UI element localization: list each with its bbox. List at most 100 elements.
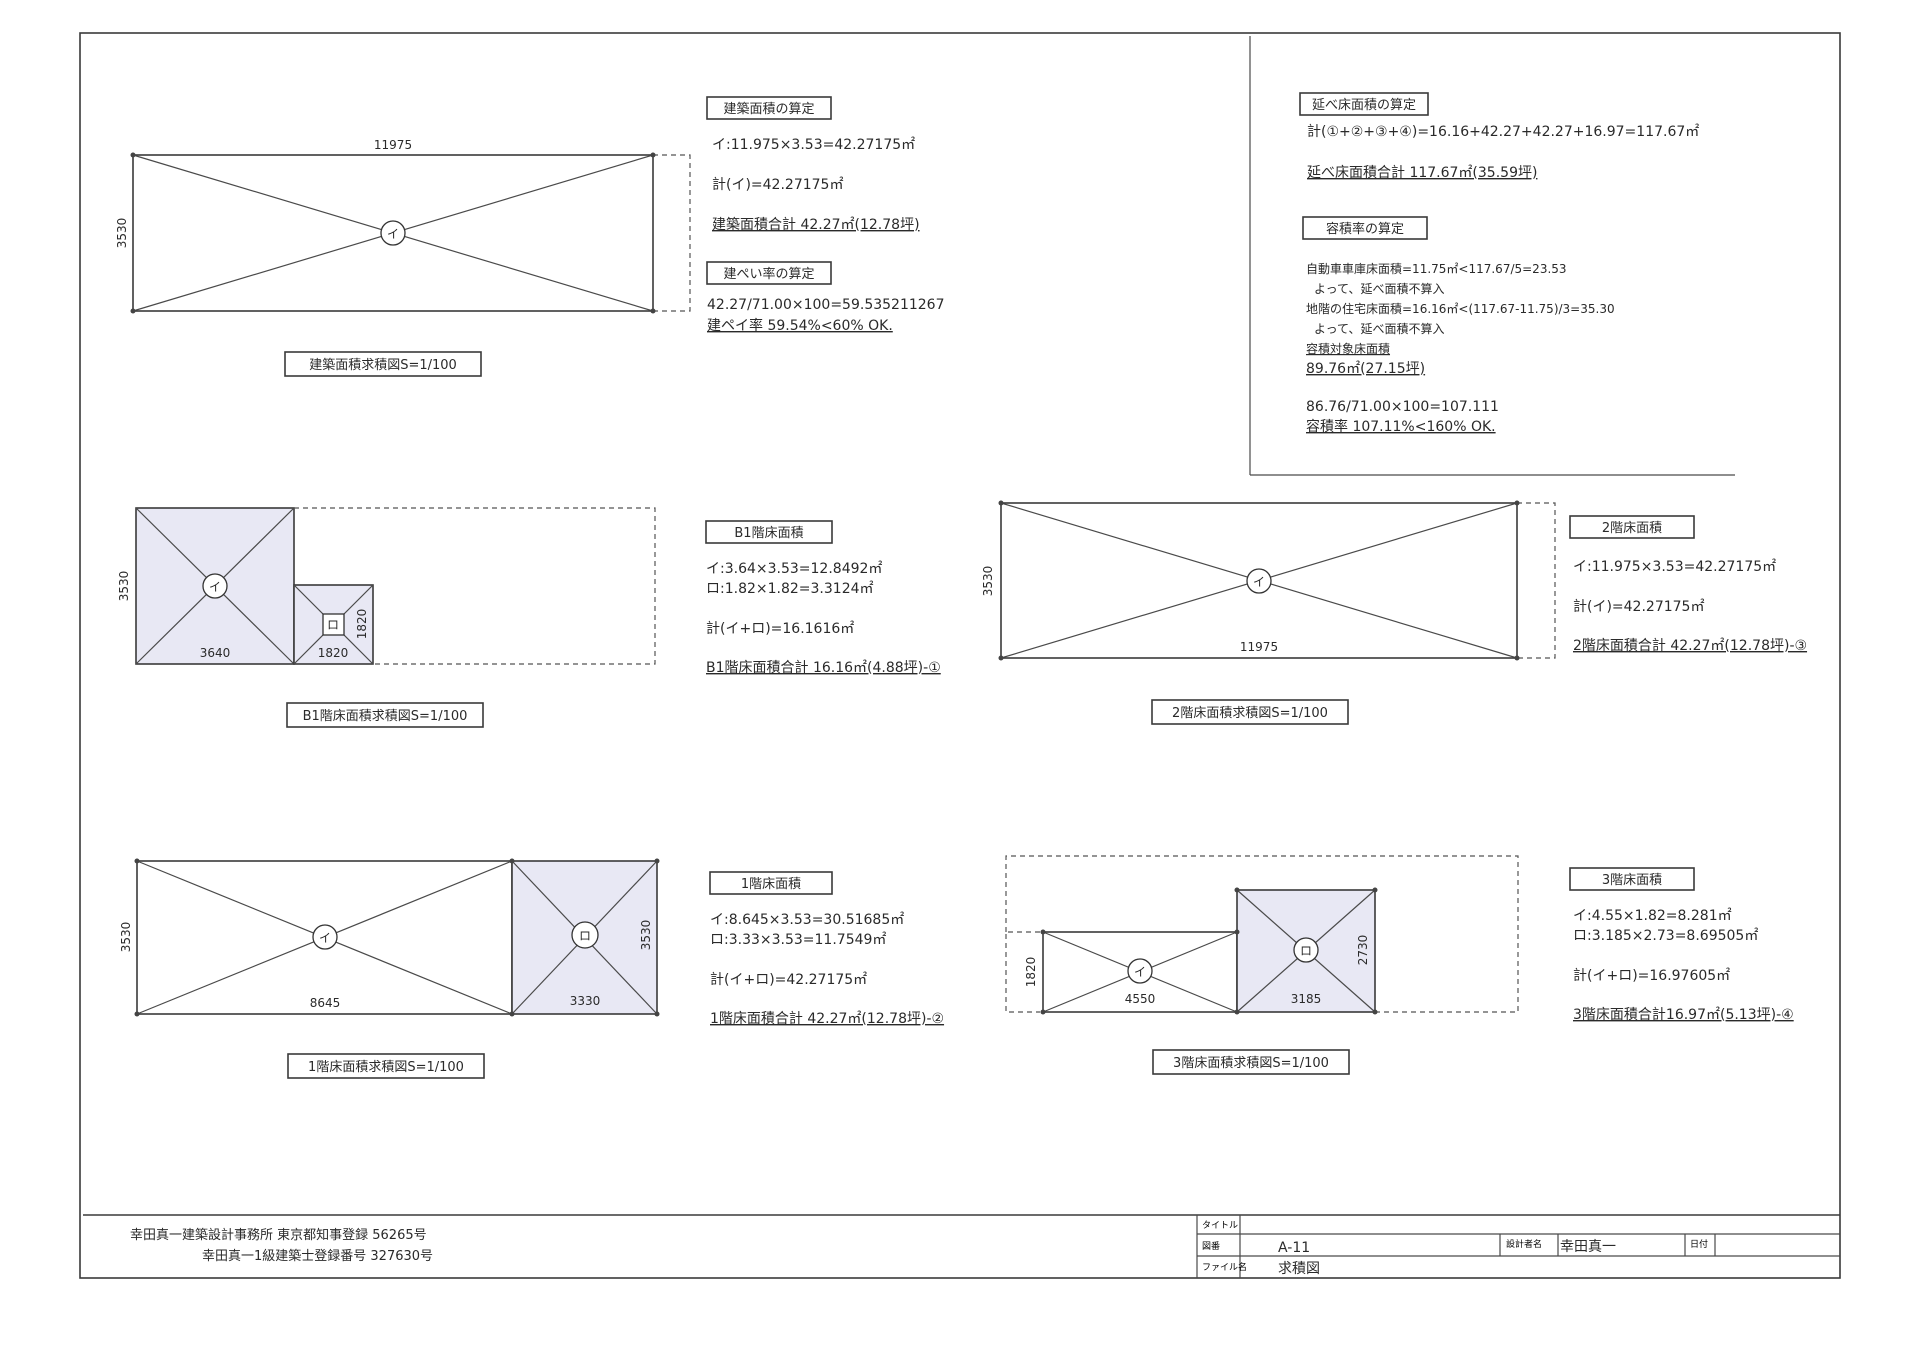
heading-box: [706, 96, 832, 120]
number-label: 図番: [1202, 1240, 1220, 1252]
heading-box: [1569, 515, 1695, 539]
far-line: 89.76㎡(27.15坪): [1306, 361, 1425, 377]
calc-line: 計(イ)=42.27175㎡: [712, 177, 843, 193]
dimension-i-bottom: 3640: [200, 646, 231, 660]
far-result: 容積率 107.11%<160% OK.: [1306, 418, 1496, 435]
outline-dashed: [1517, 502, 1556, 659]
dimension-ro-bottom: 1820: [318, 646, 349, 660]
calc-total: 建築面積合計 42.27㎡(12.78坪): [712, 217, 920, 233]
area-mark-ro: [1293, 937, 1319, 963]
area-mark-ro: [571, 921, 599, 949]
building-area-calc: 建築面積の算定 イ:11.975×3.53=42.27175㎡ 計(イ)=42.…: [706, 96, 945, 334]
heading-box: [1569, 867, 1695, 891]
file-name: 求積図: [1278, 1261, 1320, 1277]
calc-line: ロ:3.185×2.73=8.69505㎡: [1573, 928, 1758, 944]
drawing-number: A-11: [1278, 1240, 1310, 1256]
plan-caption: 建築面積求積図S=1/100: [309, 358, 457, 373]
dimension-ro-bottom: 3185: [1291, 992, 1322, 1006]
architect-registration: 幸田真一1級建築士登録番号 327630号: [202, 1249, 433, 1264]
plan-caption: 3階床面積求積図S=1/100: [1173, 1056, 1329, 1071]
dimension-left: 1820: [1024, 957, 1038, 988]
title-label: タイトル: [1202, 1220, 1238, 1231]
calc-line: ロ:3.33×3.53=11.7549㎡: [710, 932, 886, 948]
outline-dashed: [1005, 855, 1519, 1013]
area-mark-i: [380, 220, 406, 246]
heading-box: [705, 520, 833, 544]
far-line: 容積対象床面積: [1306, 341, 1390, 356]
outline-dashed: [294, 507, 656, 665]
dimension-left: 3530: [117, 571, 131, 602]
f3-floor-calc: 3階床面積 イ:4.55×1.82=8.281㎡ ロ:3.185×2.73=8.…: [1569, 867, 1794, 1023]
caption-box: [1152, 1049, 1350, 1075]
area-mark-ro-label: ロ: [1300, 944, 1312, 958]
area-mark-ro-label: ロ: [327, 618, 339, 632]
area-mark-i-label: イ: [387, 227, 399, 241]
heading-box: [1302, 216, 1428, 240]
calc-line: ロ:1.82×1.82=3.3124㎡: [706, 581, 874, 597]
heading-box: [709, 871, 833, 895]
coverage-result: 建ペイ率 59.54%<60% OK.: [707, 317, 893, 334]
f1-floor-calc: 1階床面積 イ:8.645×3.53=30.51685㎡ ロ:3.33×3.53…: [709, 871, 944, 1027]
caption-box: [284, 351, 482, 377]
area-mark-ro-label: ロ: [579, 929, 591, 943]
calc-line: 計(イ)=42.27175㎡: [1573, 599, 1704, 615]
dimension-left: 3530: [981, 566, 995, 597]
calc-line: 計(イ+ロ)=42.27175㎡: [710, 972, 867, 988]
dimension-right: 3530: [639, 920, 653, 951]
designer-label: 設計者名: [1506, 1238, 1542, 1250]
calc-line: イ:8.645×3.53=30.51685㎡: [710, 912, 904, 928]
caption-box: [287, 1053, 485, 1079]
area-mark-i-label: イ: [1134, 965, 1146, 979]
calc-total: 1階床面積合計 42.27㎡(12.78坪)-②: [710, 1011, 944, 1027]
plan-caption: 2階床面積求積図S=1/100: [1172, 706, 1328, 721]
area-mark-ro: [322, 613, 345, 636]
calc-line: イ:3.64×3.53=12.8492㎡: [706, 561, 882, 577]
calc-line: イ:11.975×3.53=42.27175㎡: [712, 137, 915, 153]
calc-line: 計(イ+ロ)=16.97605㎡: [1573, 968, 1730, 984]
area-mark-i: [312, 924, 338, 950]
dimension-right: 2730: [1356, 935, 1370, 966]
date-label: 日付: [1690, 1239, 1708, 1250]
building-area-plan: イ 11975 3530 建築面積求積図S=1/100: [115, 138, 691, 377]
floor-area-summary: 延べ床面積の算定 計(①+②+③+④)=16.16+42.27+42.27+16…: [1299, 92, 1699, 435]
calc-total: B1階床面積合計 16.16㎡(4.88坪)-①: [706, 660, 941, 676]
sheet-border: [79, 32, 1841, 1279]
title-block: 幸田真一建築設計事務所 東京都知事登録 56265号 幸田真一1級建築士登録番号…: [83, 1214, 1840, 1278]
caption-box: [286, 702, 484, 728]
f3-floor-plan: イ ロ 1820 2730 4550 3185 3階床面積求積図S=1/100: [1005, 855, 1519, 1075]
calc-total: 2階床面積合計 42.27㎡(12.78坪)-③: [1573, 638, 1807, 654]
f2-floor-plan: イ 3530 11975 2階床面積求積図S=1/100: [981, 500, 1556, 725]
f1-floor-plan: イ ロ 3530 3530 8645 3330 1階床面積求積図S=1/100: [119, 858, 660, 1079]
dimension-left: 3530: [119, 922, 133, 953]
area-mark-i-label: イ: [1253, 575, 1265, 589]
dimension-bottom: 11975: [1240, 640, 1278, 654]
plan-caption: B1階床面積求積図S=1/100: [303, 709, 468, 724]
calc-line: イ:11.975×3.53=42.27175㎡: [1573, 559, 1776, 575]
plan-outline: [132, 154, 654, 312]
outline-dashed: [1005, 931, 1040, 1013]
total-floor-heading: 延べ床面積の算定: [1312, 98, 1416, 113]
total-floor-calc: 計(①+②+③+④)=16.16+42.27+42.27+16.97=117.6…: [1307, 124, 1699, 140]
calc-line: 計(イ+ロ)=16.1616㎡: [706, 621, 854, 637]
area-mark-i-label: イ: [319, 931, 331, 945]
dimension-ro-bottom: 3330: [570, 994, 601, 1008]
far-heading: 容積率の算定: [1326, 221, 1404, 237]
area-mark-i: [1246, 568, 1272, 594]
designer-name: 幸田真一: [1560, 1239, 1616, 1255]
dimension-top: 11975: [374, 138, 412, 152]
calc-heading: B1階床面積: [734, 526, 803, 541]
calc-heading: 2階床面積: [1602, 521, 1662, 536]
area-mark-i-label: イ: [209, 580, 221, 594]
f2-floor-calc: 2階床面積 イ:11.975×3.53=42.27175㎡ 計(イ)=42.27…: [1569, 515, 1807, 654]
dimension-i-bottom: 8645: [310, 996, 341, 1010]
calc-heading: 建築面積の算定: [723, 102, 814, 117]
caption-box: [1151, 699, 1349, 725]
calc-heading: 1階床面積: [741, 877, 801, 892]
calc-total: 3階床面積合計16.97㎡(5.13坪)-④: [1573, 1007, 1794, 1023]
heading-box: [706, 261, 832, 285]
total-floor-result: 延べ床面積合計 117.67㎡(35.59坪): [1307, 165, 1537, 181]
plan-caption: 1階床面積求積図S=1/100: [308, 1060, 464, 1075]
plan-outline: [1000, 502, 1518, 659]
b1-floor-plan: イ ロ 3530 3640 1820 1820 B1階床面積求積図S=1/100: [117, 507, 656, 728]
coverage-heading: 建ぺい率の算定: [723, 266, 814, 282]
